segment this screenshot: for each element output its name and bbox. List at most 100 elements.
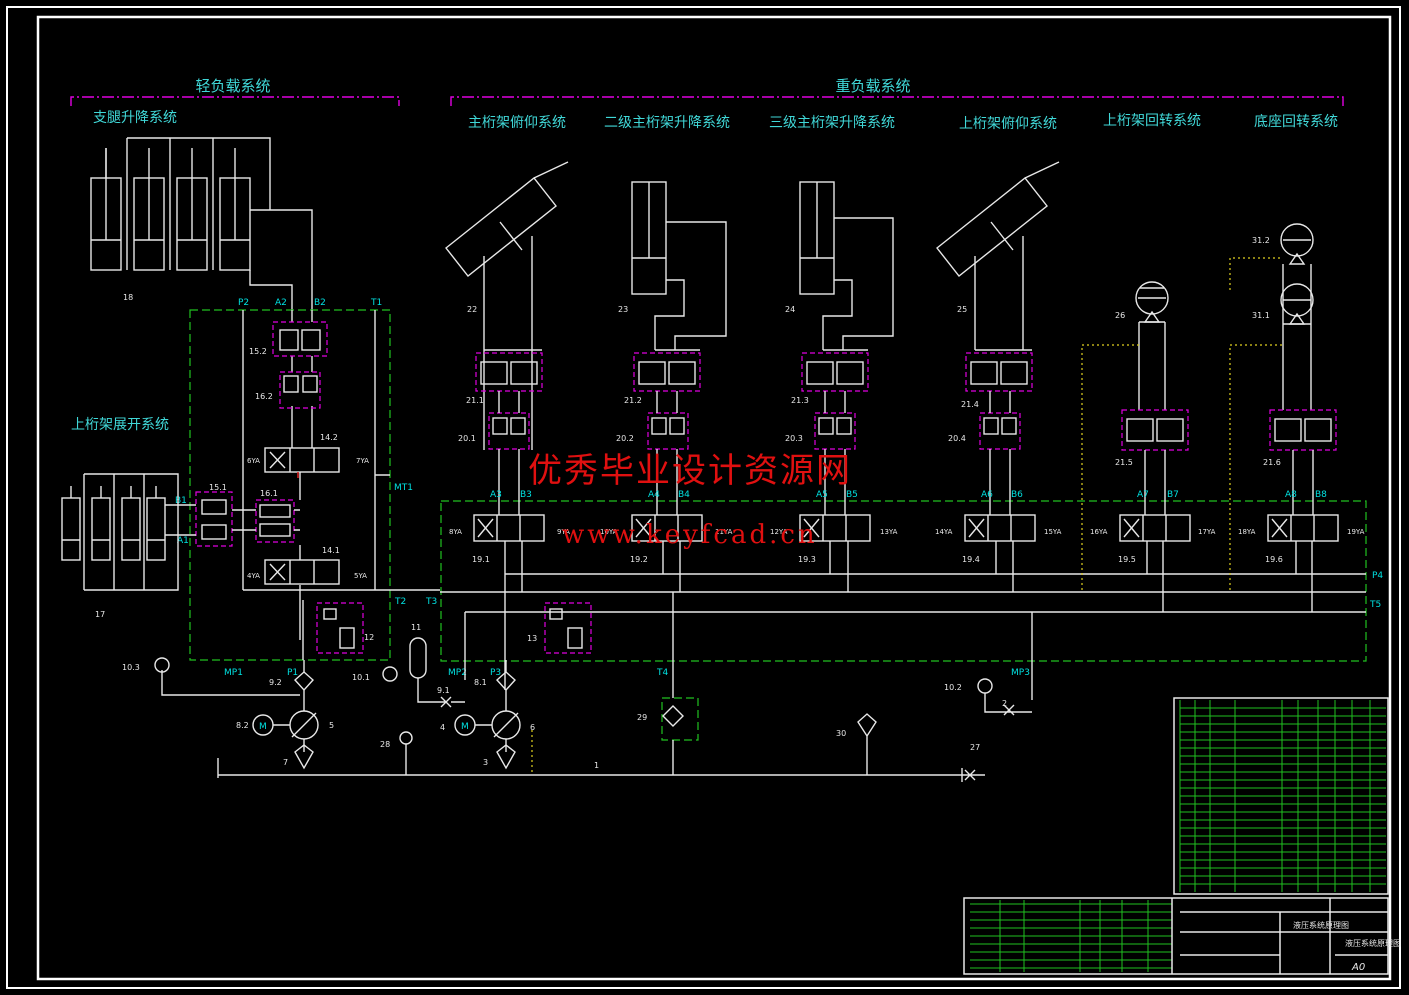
base-rotate-title: 底座回转系统 <box>1254 114 1338 130</box>
svg-text:T1: T1 <box>370 298 382 308</box>
svg-text:10.3: 10.3 <box>122 663 140 672</box>
svg-text:19.5: 19.5 <box>1118 555 1136 564</box>
svg-text:A3: A3 <box>490 490 502 500</box>
valve-15-1: 15.1 <box>195 483 233 547</box>
svg-text:A4: A4 <box>648 490 660 500</box>
lock-valve-20-1: 20.1 <box>458 412 530 450</box>
heavy-load-bracket <box>450 96 1344 106</box>
svg-text:6: 6 <box>530 723 535 732</box>
svg-text:液压系统原理图: 液压系统原理图 <box>1293 920 1349 930</box>
svg-text:4: 4 <box>440 723 445 732</box>
main-truss-pitch-title: 主桁架俯仰系统 <box>468 115 566 131</box>
svg-text:21.2: 21.2 <box>624 396 642 405</box>
svg-text:B1: B1 <box>175 496 187 506</box>
svg-text:7: 7 <box>283 758 288 767</box>
base-rotate-motors: 31.1 31.2 <box>1252 223 1314 410</box>
tertiary-main-lift-title: 三级主桁架升降系统 <box>769 115 895 131</box>
leg-lift-title: 支腿升降系统 <box>93 110 177 126</box>
svg-text:M: M <box>259 722 267 732</box>
svg-text:21.4: 21.4 <box>961 400 979 409</box>
svg-text:6YA: 6YA <box>247 457 260 465</box>
heavy-stack-lines <box>484 349 1314 515</box>
outer-frame <box>6 6 1401 989</box>
light-load-module <box>189 309 391 661</box>
svg-text:A5: A5 <box>816 490 828 500</box>
svg-text:2: 2 <box>1002 699 1007 708</box>
svg-text:5: 5 <box>329 721 334 730</box>
svg-text:9.1: 9.1 <box>437 686 450 695</box>
svg-text:9YA: 9YA <box>557 528 570 536</box>
title-block: 液压系统原理图 液压系统原理图 A0 <box>963 697 1401 975</box>
svg-text:液压系统原理图: 液压系统原理图 <box>1345 938 1401 948</box>
svg-text:P4: P4 <box>1372 571 1383 581</box>
lock-valve-20-4: 20.4 <box>948 412 1021 450</box>
svg-text:12YA: 12YA <box>770 528 788 536</box>
svg-text:19.3: 19.3 <box>798 555 816 564</box>
valve-16-1: 16.1 <box>255 489 295 543</box>
lock-valve-20-3: 20.3 <box>785 412 856 450</box>
upper-truss-pitch-cylinder: 25 <box>936 161 1060 350</box>
svg-text:B6: B6 <box>1011 490 1023 500</box>
watermark-cn: 优秀毕业设计资源网 <box>528 451 852 491</box>
heavy-load-title: 重负载系统 <box>835 77 910 95</box>
svg-text:A8: A8 <box>1285 490 1297 500</box>
svg-text:25: 25 <box>957 305 967 314</box>
svg-text:14YA: 14YA <box>935 528 953 536</box>
label-18: 18 <box>123 293 133 302</box>
svg-text:28: 28 <box>380 740 390 749</box>
svg-text:11YA: 11YA <box>715 528 733 536</box>
svg-text:11: 11 <box>411 623 421 632</box>
valve-14-2: 14.2 6YA 7YA <box>247 433 369 478</box>
svg-text:MP3: MP3 <box>1011 668 1030 678</box>
main-truss-pitch-cylinder: 22 <box>445 161 569 450</box>
upper-truss-rotate-title: 上桁架回转系统 <box>1103 113 1201 129</box>
svg-text:P1: P1 <box>287 668 298 678</box>
svg-text:16.2: 16.2 <box>255 392 273 401</box>
svg-text:10YA: 10YA <box>600 528 618 536</box>
svg-text:20.1: 20.1 <box>458 434 476 443</box>
balance-valve-21-5: 21.5 <box>1115 409 1189 467</box>
svg-text:30: 30 <box>836 729 846 738</box>
svg-text:MP1: MP1 <box>224 668 243 678</box>
svg-text:15.1: 15.1 <box>209 483 227 492</box>
svg-text:20.3: 20.3 <box>785 434 803 443</box>
svg-text:13YA: 13YA <box>880 528 898 536</box>
svg-text:B7: B7 <box>1167 490 1179 500</box>
svg-text:8.1: 8.1 <box>474 678 487 687</box>
svg-text:19.2: 19.2 <box>630 555 648 564</box>
valve-12: 12 <box>316 602 374 654</box>
svg-text:P3: P3 <box>490 668 501 678</box>
balance-valve-21-4: 21.4 <box>961 352 1033 409</box>
svg-text:19.4: 19.4 <box>962 555 980 564</box>
heavy-main-lines <box>440 541 1366 700</box>
svg-text:MP2: MP2 <box>448 668 467 678</box>
dir-valve-19-3: 19.3 12YA 13YA <box>770 514 898 564</box>
svg-text:17YA: 17YA <box>1198 528 1216 536</box>
svg-text:3: 3 <box>483 758 488 767</box>
svg-text:MT1: MT1 <box>394 483 413 493</box>
svg-text:21.3: 21.3 <box>791 396 809 405</box>
balance-valve-21-6: 21.6 <box>1263 409 1337 467</box>
inner-frame <box>36 15 1392 981</box>
svg-text:26: 26 <box>1115 311 1125 320</box>
svg-text:27: 27 <box>970 743 980 752</box>
svg-text:21.6: 21.6 <box>1263 458 1281 467</box>
svg-text:1: 1 <box>594 761 599 770</box>
svg-text:14.2: 14.2 <box>320 433 338 442</box>
pump-station: M 8.2 5 7 9.2 10.3 M 4 6 3 8.1 11 10.1 9… <box>122 623 1032 782</box>
svg-text:13: 13 <box>527 634 537 643</box>
valve-13: 13 <box>527 602 592 654</box>
svg-text:24: 24 <box>785 305 795 314</box>
svg-text:P2: P2 <box>238 298 249 308</box>
svg-text:15.2: 15.2 <box>249 347 267 356</box>
watermark-url: www.keyfcad.cn <box>562 520 818 550</box>
svg-text:20.4: 20.4 <box>948 434 966 443</box>
svg-text:19.6: 19.6 <box>1265 555 1283 564</box>
svg-text:19.1: 19.1 <box>472 555 490 564</box>
svg-text:B8: B8 <box>1315 490 1327 500</box>
dir-valve-19-2: 19.2 10YA 11YA <box>600 514 733 564</box>
svg-text:B2: B2 <box>314 298 326 308</box>
